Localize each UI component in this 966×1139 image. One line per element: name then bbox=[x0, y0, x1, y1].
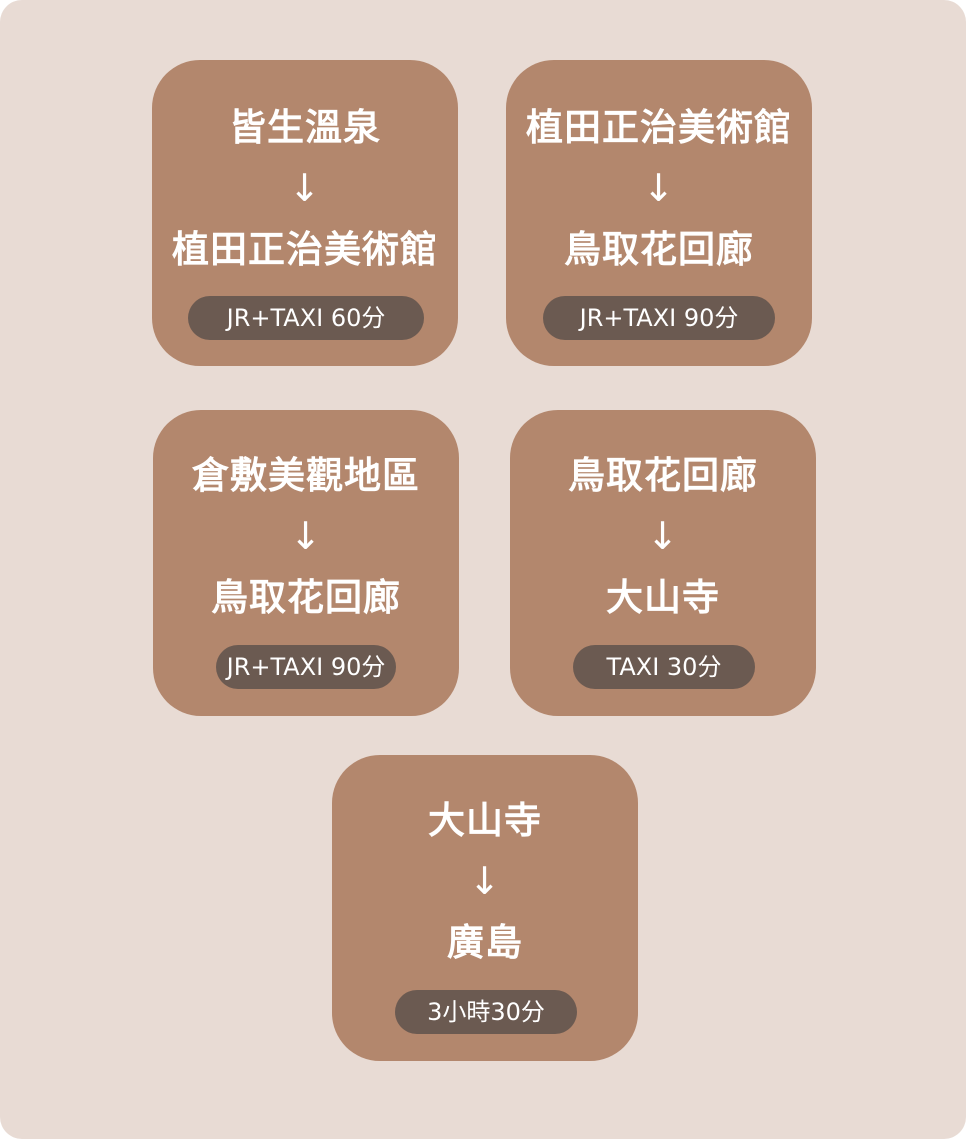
route-origin: 植田正治美術館 bbox=[526, 106, 792, 149]
duration-badge: JR+TAXI 90分 bbox=[216, 645, 396, 689]
duration-badge: JR+TAXI 90分 bbox=[543, 296, 775, 340]
down-arrow-icon: ↓ bbox=[289, 514, 323, 558]
route-card-5: 大山寺 ↓ 廣島 3小時30分 bbox=[332, 755, 638, 1061]
route-card-4: 鳥取花回廊 ↓ 大山寺 TAXI 30分 bbox=[510, 410, 816, 716]
duration-badge: JR+TAXI 60分 bbox=[188, 296, 424, 340]
route-destination: 鳥取花回廊 bbox=[564, 228, 754, 271]
route-destination: 大山寺 bbox=[606, 576, 720, 619]
route-origin: 倉敷美觀地區 bbox=[192, 454, 420, 497]
route-origin: 鳥取花回廊 bbox=[568, 454, 758, 497]
route-card-1: 皆生溫泉 ↓ 植田正治美術館 JR+TAXI 60分 bbox=[152, 60, 458, 366]
duration-badge: TAXI 30分 bbox=[573, 645, 755, 689]
route-card-2: 植田正治美術館 ↓ 鳥取花回廊 JR+TAXI 90分 bbox=[506, 60, 812, 366]
route-destination: 廣島 bbox=[447, 921, 523, 964]
route-card-3: 倉敷美觀地區 ↓ 鳥取花回廊 JR+TAXI 90分 bbox=[153, 410, 459, 716]
route-origin: 大山寺 bbox=[428, 799, 542, 842]
duration-badge: 3小時30分 bbox=[395, 990, 577, 1034]
route-origin: 皆生溫泉 bbox=[229, 106, 381, 149]
route-destination: 鳥取花回廊 bbox=[211, 576, 401, 619]
down-arrow-icon: ↓ bbox=[468, 859, 502, 903]
down-arrow-icon: ↓ bbox=[642, 166, 676, 210]
down-arrow-icon: ↓ bbox=[646, 514, 680, 558]
route-destination: 植田正治美術館 bbox=[172, 228, 438, 271]
down-arrow-icon: ↓ bbox=[288, 166, 322, 210]
